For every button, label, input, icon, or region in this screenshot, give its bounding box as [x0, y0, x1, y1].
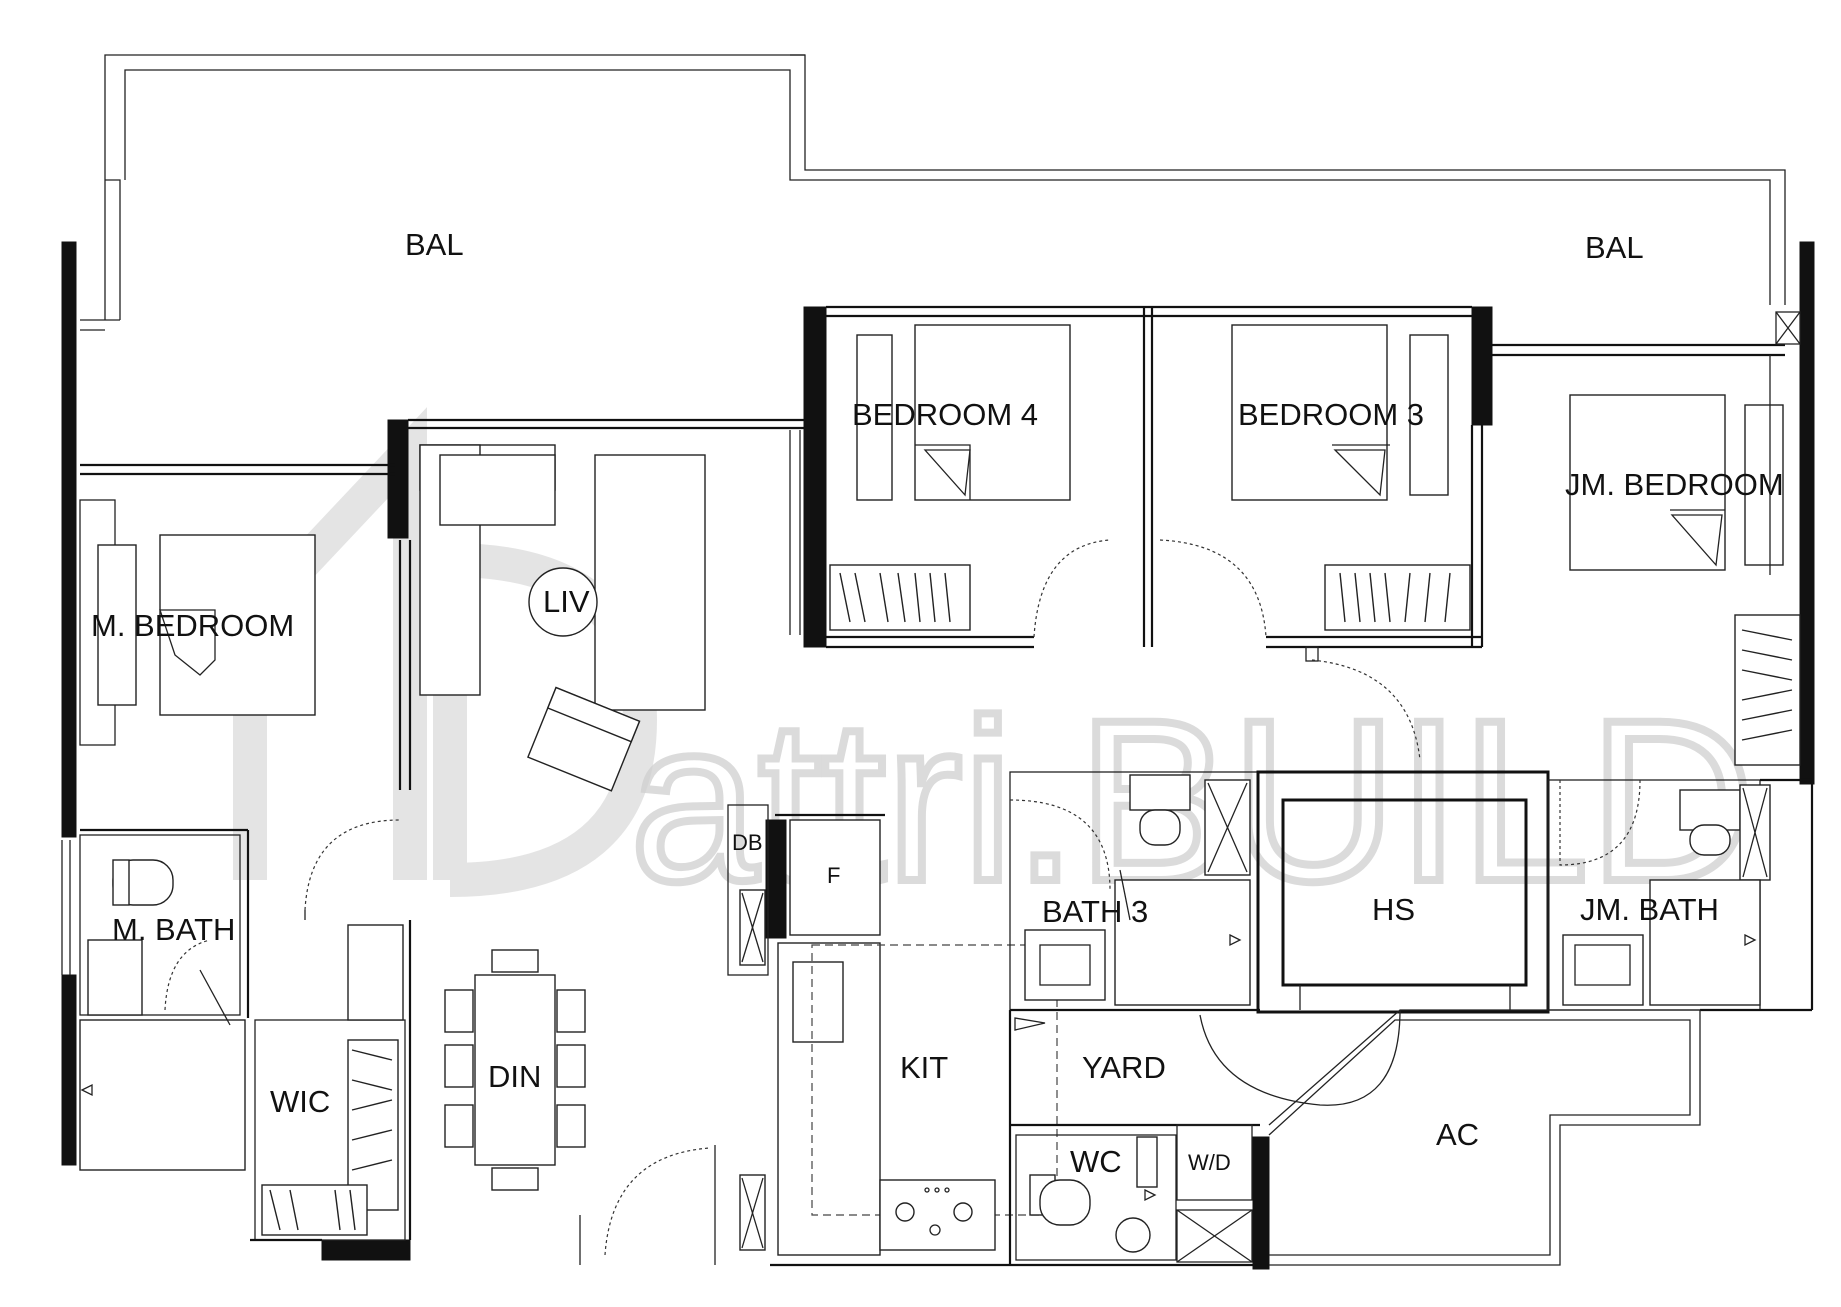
walk-in-closet: [250, 920, 412, 1242]
label-bedroom-3: BEDROOM 3: [1238, 397, 1424, 432]
label-bath-3: BATH 3: [1042, 894, 1148, 929]
label-db: DB: [732, 830, 763, 855]
label-hs: HS: [1372, 892, 1415, 927]
household-shelter: [1199, 770, 1550, 1106]
master-bedroom: [79, 499, 316, 1018]
bath-3: [1009, 771, 1259, 1011]
label-jm-bath: JM. BATH: [1580, 892, 1719, 927]
label-din: DIN: [488, 1059, 541, 1094]
jm-bath: [1547, 778, 1814, 1012]
living-area: [304, 444, 706, 920]
label-bal-right: BAL: [1585, 230, 1644, 265]
kitchen: [727, 804, 1253, 1267]
dining-area: [444, 949, 716, 1265]
label-m-bath: M. BATH: [112, 912, 235, 947]
label-bedroom-4: BEDROOM 4: [852, 397, 1038, 432]
label-bal-left: BAL: [405, 227, 464, 262]
jm-bedroom: [1569, 355, 1801, 766]
exterior-walls: [61, 241, 1815, 1270]
label-jm-bedroom: JM. BEDROOM: [1565, 467, 1784, 502]
label-f: F: [827, 863, 840, 888]
label-yard: YARD: [1082, 1050, 1166, 1085]
bedroom-4: [789, 324, 1111, 638]
label-wic: WIC: [270, 1084, 330, 1119]
ac-ledge: [1268, 1009, 1701, 1266]
wc-area: [1015, 1124, 1253, 1263]
label-kit: KIT: [900, 1050, 948, 1085]
label-m-bedroom: M. BEDROOM: [91, 608, 294, 643]
label-wd: W/D: [1188, 1150, 1231, 1175]
bedroom-3: [1159, 324, 1471, 761]
label-liv: LIV: [543, 584, 590, 619]
room-labels: BAL BAL BEDROOM 4 BEDROOM 3 JM. BEDROOM …: [91, 227, 1784, 1179]
label-ac: AC: [1436, 1117, 1479, 1152]
balcony-outline: [80, 54, 1786, 331]
label-wc: WC: [1070, 1144, 1122, 1179]
corner-shaft: [1775, 311, 1801, 345]
master-bath: [61, 834, 246, 1171]
